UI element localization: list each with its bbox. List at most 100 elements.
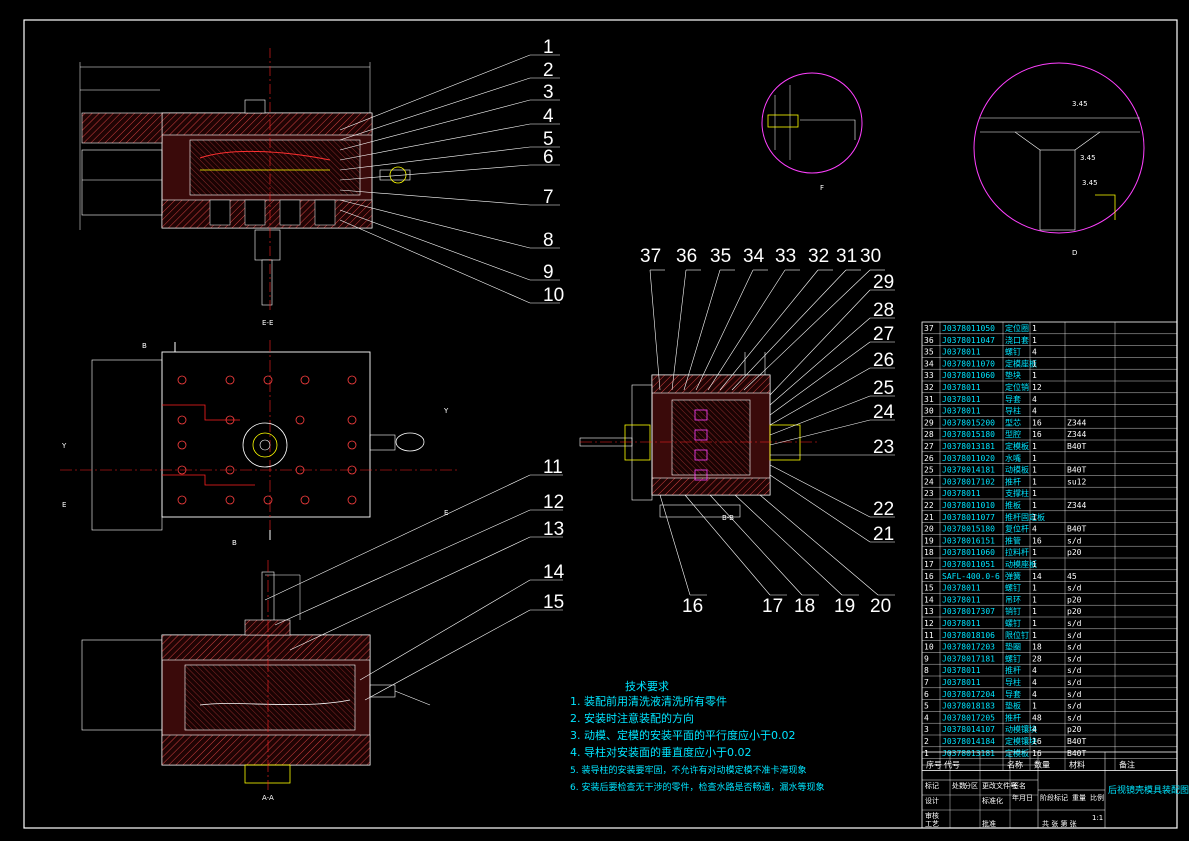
bom-cell: 1: [1032, 442, 1037, 451]
bom-cell: 定位销: [1005, 382, 1029, 392]
bom-cell: 推杆: [1005, 476, 1021, 486]
callout-23: 23: [873, 437, 894, 458]
bom-cell: 20: [924, 525, 934, 534]
callout-26: 26: [873, 350, 894, 371]
bom-cell: SAFL-400.0-6: [942, 572, 1000, 581]
tb-label-genggai: 更改文件号: [982, 781, 1017, 790]
bom-cell: 垫圈: [1005, 642, 1021, 652]
bom-cell: 1: [1032, 513, 1037, 522]
detail-f: F: [761, 72, 863, 192]
bom-cell: 1: [1032, 466, 1037, 475]
bom-cell: J0378011: [942, 619, 981, 628]
bom-cell: 型芯: [1005, 417, 1021, 427]
bom-cell: 4: [1032, 666, 1037, 675]
view-bb: B-B: [579, 352, 820, 522]
bom-cell: 1: [1032, 454, 1037, 463]
bom-cell: J0378011060: [942, 548, 995, 557]
bom-cell: J0378015180: [942, 525, 995, 534]
bom-cell: 定模座板: [1005, 358, 1037, 368]
bom-cell: J0378011047: [942, 336, 995, 345]
callout-14: 14: [543, 562, 565, 583]
bom-cell: 12: [924, 619, 934, 628]
bom-cell: 推杆: [1005, 712, 1021, 722]
bom-cell: 12: [1032, 383, 1042, 392]
section-label-aa: A-A: [262, 794, 274, 802]
bom-cell: su12: [1067, 477, 1086, 486]
callout-1: 1: [543, 37, 554, 58]
bom-cell: 30: [924, 407, 934, 416]
bom-cell: B40T: [1067, 442, 1086, 451]
bom-cell: s/d: [1067, 713, 1082, 722]
bom-cell: 14: [1032, 572, 1042, 581]
notes-title: 技术要求: [625, 680, 669, 693]
bom-cell: 螺钉: [1005, 347, 1021, 357]
bom-cell: s/d: [1067, 631, 1082, 640]
note-6: 6. 安装后要检查无干涉的零件，检查水路是否畅通，漏水等现象: [570, 781, 824, 793]
bom-cell: B40T: [1067, 466, 1086, 475]
bom-cell: 1: [1032, 702, 1037, 711]
tb-label-zhongliang: 重量: [1072, 794, 1086, 802]
bom-cell: 6: [924, 690, 929, 699]
bom-cell: J0378017181: [942, 654, 995, 663]
bom-cell: 23: [924, 489, 934, 498]
bom-cell: 导套: [1005, 394, 1021, 404]
bom-cell: J0378016151: [942, 536, 995, 545]
bom-cell: 4: [1032, 395, 1037, 404]
callout-19: 19: [834, 596, 855, 617]
bom-cell: Z344: [1067, 501, 1086, 510]
tb-label-shenhe: 审核: [925, 811, 939, 820]
callout-37: 37: [640, 246, 661, 267]
bom-cell: Z344: [1067, 430, 1086, 439]
bom-cell: 34: [924, 359, 934, 368]
bom-cell: 37: [924, 324, 934, 333]
leader-lines: [264, 54, 895, 701]
tb-label-fenqu: 分区: [964, 781, 978, 790]
section-label-b-bottom: B: [232, 539, 237, 547]
callout-20: 20: [870, 596, 891, 617]
bom-cell: 销钉: [1005, 606, 1021, 616]
callout-18: 18: [794, 596, 815, 617]
tb-sheet: 共 张 第 张: [1042, 819, 1077, 828]
tb-label-biaoji: 标记: [925, 781, 939, 790]
bom-cell: J0378013181: [942, 442, 995, 451]
bom-cell: p20: [1067, 607, 1082, 616]
note-1: 1. 装配前用清洗液清洗所有零件: [570, 694, 727, 708]
note-4: 4. 导柱对安装面的垂直度应小于0.02: [570, 745, 751, 759]
callout-28: 28: [873, 300, 894, 321]
bom-cell: s/d: [1067, 536, 1082, 545]
view-ee: E-E: [79, 48, 411, 327]
bom-cell: 9: [924, 654, 929, 663]
callout-29: 29: [873, 272, 894, 293]
bom-cell: 22: [924, 501, 934, 510]
dim-d2: 3.45: [1080, 154, 1096, 162]
bom-cell: 4: [1032, 725, 1037, 734]
dim-d1: 3.45: [1072, 100, 1088, 108]
bom-cell: 32: [924, 383, 934, 392]
bom-cell: 1: [1032, 631, 1037, 640]
bom-cell: 水嘴: [1005, 453, 1021, 463]
bom-cell: 定位圈: [1005, 323, 1029, 333]
bom-cell: 16: [1032, 536, 1042, 545]
bom-cell: 复位杆: [1005, 524, 1029, 534]
bom-cell: J0378011077: [942, 513, 995, 522]
bom-cell: J0378013181: [942, 749, 995, 758]
bom-cell: 推板: [1005, 500, 1021, 510]
bom-cell: 1: [1032, 619, 1037, 628]
bom-cell: 弹簧: [1005, 571, 1021, 581]
callout-10: 10: [543, 285, 564, 306]
bom-cell: p20: [1067, 595, 1082, 604]
callout-4: 4: [543, 106, 554, 127]
bom-cell: 定模镶块: [1005, 736, 1037, 746]
callout-36: 36: [676, 246, 697, 267]
bom-cell: 16: [1032, 418, 1042, 427]
bom-header-cell: 材料: [1069, 760, 1085, 770]
bom-cell: 33: [924, 371, 934, 380]
bom-cell: 7: [924, 678, 929, 687]
bom-header-cell: 名称: [1007, 760, 1023, 770]
callout-3: 3: [543, 82, 554, 103]
bom-cell: 型腔: [1005, 429, 1021, 439]
bom-cell: 3: [924, 725, 929, 734]
bom-cell: J0378011: [942, 348, 981, 357]
bom-cell: 螺钉: [1005, 583, 1021, 593]
